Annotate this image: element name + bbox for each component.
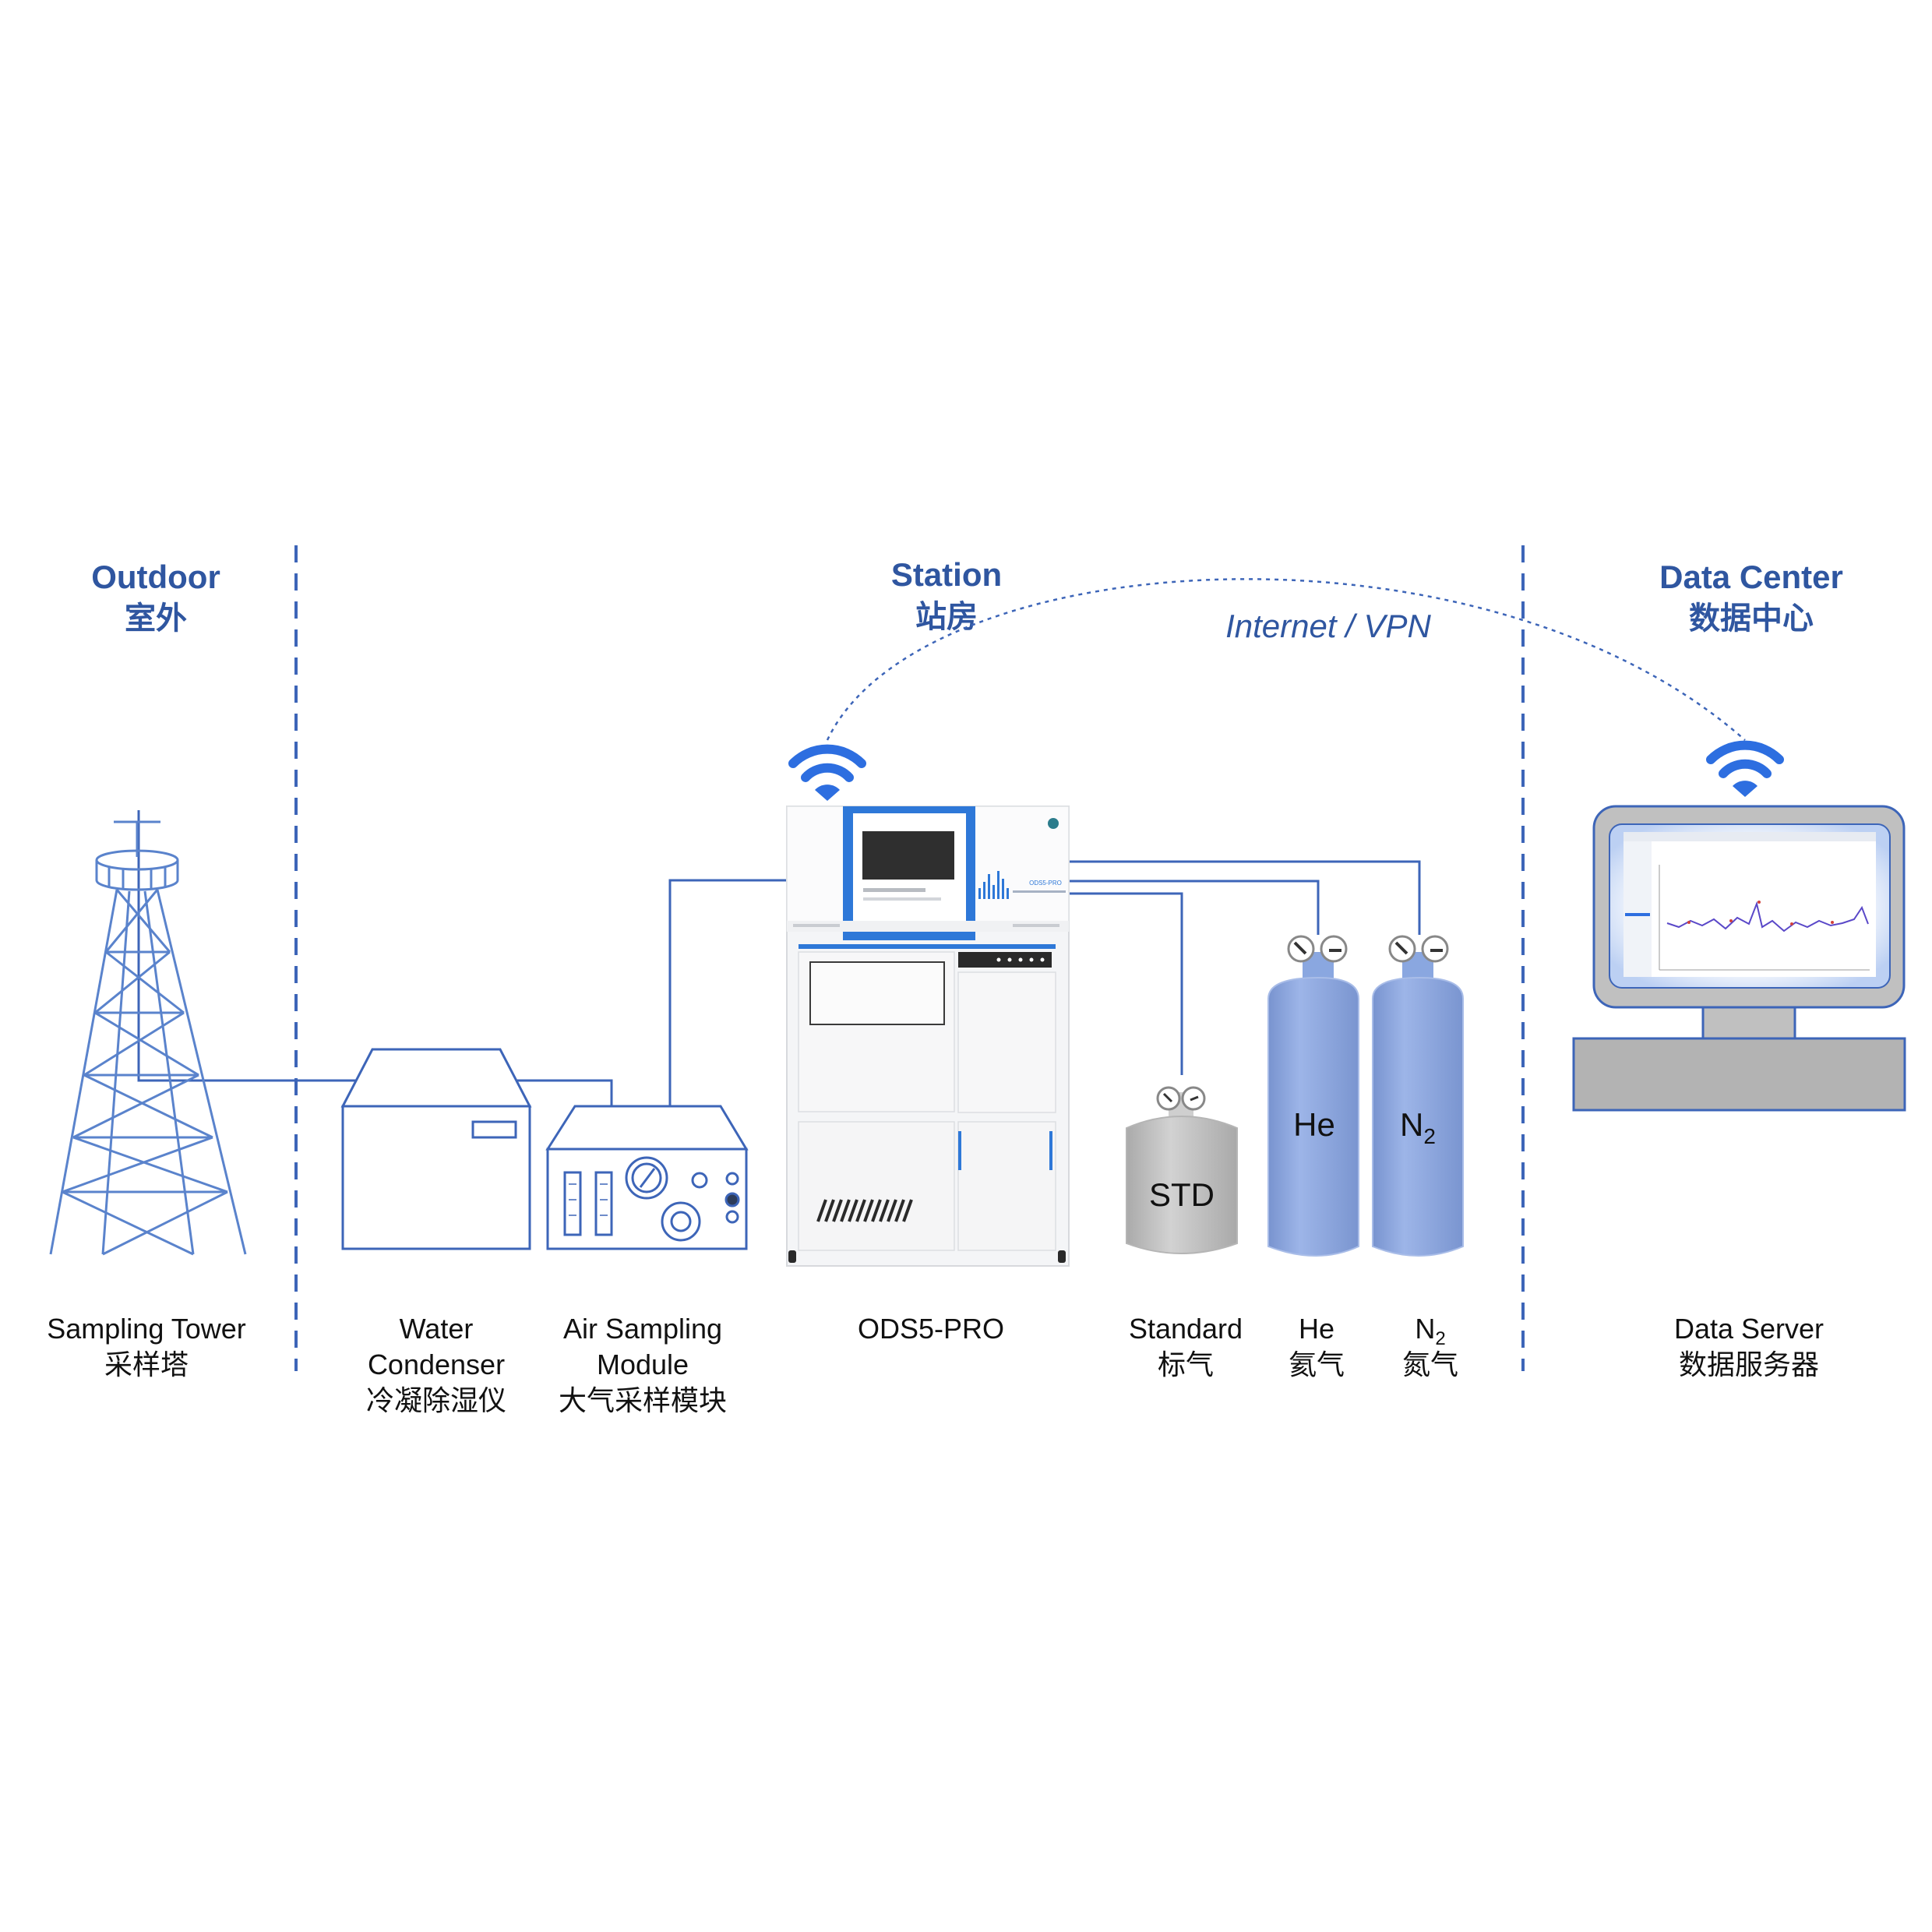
he-label-zh: 氦气 [1289,1349,1345,1380]
standard-label-en: Standard [1129,1313,1243,1345]
svg-text:ODS5-PRO: ODS5-PRO [1029,880,1062,887]
server-monitor-icon [1572,805,1906,1112]
zone-title-outdoor: Outdoor [91,559,220,595]
internet-link-label: Internet / VPN [1225,608,1431,644]
condenser-label-zh: 冷凝除湿仪 [366,1384,506,1416]
condenser-label-en-1: Water [400,1313,474,1345]
instrument-icon: ODS5-PRO [786,806,1070,1267]
wifi-icon-datacenter [1706,740,1784,797]
he-label-en: He [1299,1313,1334,1345]
n2-tank-label: N2 [1400,1106,1436,1148]
internet-link-arc [826,578,1746,741]
condenser-label-en-2: Condenser [368,1349,505,1380]
air-module-label-zh: 大气采样模块 [559,1384,727,1416]
air-module-label-en-2: Module [597,1349,689,1380]
zone-title-datacenter: Data Center [1659,559,1843,595]
zone-title-station: Station [891,556,1002,593]
server-label-zh: 数据服务器 [1679,1349,1819,1380]
air-module-label-en-1: Air Sampling [563,1313,722,1345]
ods5-label: ODS5-PRO [858,1313,1004,1345]
standard-label-zh: 标气 [1158,1349,1214,1380]
condenser-icon [340,1048,532,1250]
he-tank-label: He [1293,1106,1335,1143]
tower-label-en: Sampling Tower [47,1313,245,1345]
connection-lines [137,810,1421,1106]
zone-subtitle-datacenter: 数据中心 [1689,601,1814,636]
n2-label-en: N2 [1415,1313,1445,1349]
he-cylinder: He [1267,935,1359,1257]
server-label-en: Data Server [1674,1313,1824,1345]
air-sampling-module-icon [545,1105,749,1250]
wifi-icon-station [788,744,866,801]
tower-icon [49,820,247,1256]
std-cylinder: STD [1126,1086,1238,1254]
zone-subtitle-outdoor: 室外 [125,601,187,636]
std-tank-label: STD [1149,1176,1215,1213]
n2-cylinder: N2 [1372,935,1464,1257]
tower-label-zh: 采样塔 [104,1349,189,1380]
zone-subtitle-station: 站房 [915,600,978,634]
n2-label-zh: 氮气 [1402,1349,1458,1380]
